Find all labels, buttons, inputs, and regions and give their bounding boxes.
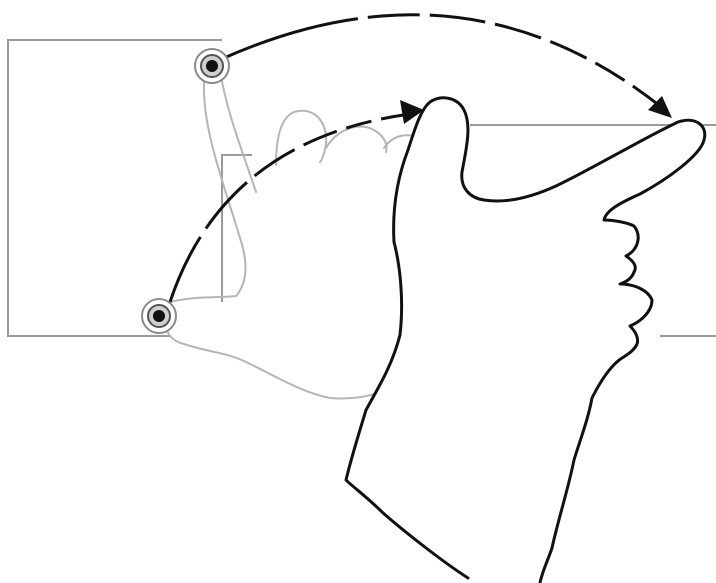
ghost-index-finger — [220, 70, 256, 192]
touch-point-bottom-dot — [153, 310, 165, 322]
touch-point-icon — [142, 299, 176, 333]
original-frame — [8, 40, 222, 336]
touch-point-icon — [195, 49, 229, 83]
outer-arrow-path — [224, 15, 660, 106]
hand-outline — [346, 98, 705, 583]
inner-arrow-path — [170, 114, 410, 302]
ghost-hand-outline — [165, 72, 386, 399]
hand-icon — [346, 98, 705, 583]
ghost-hand-icon — [165, 70, 428, 399]
original-frame-outline — [8, 40, 222, 336]
touch-point-top-dot — [206, 60, 218, 72]
